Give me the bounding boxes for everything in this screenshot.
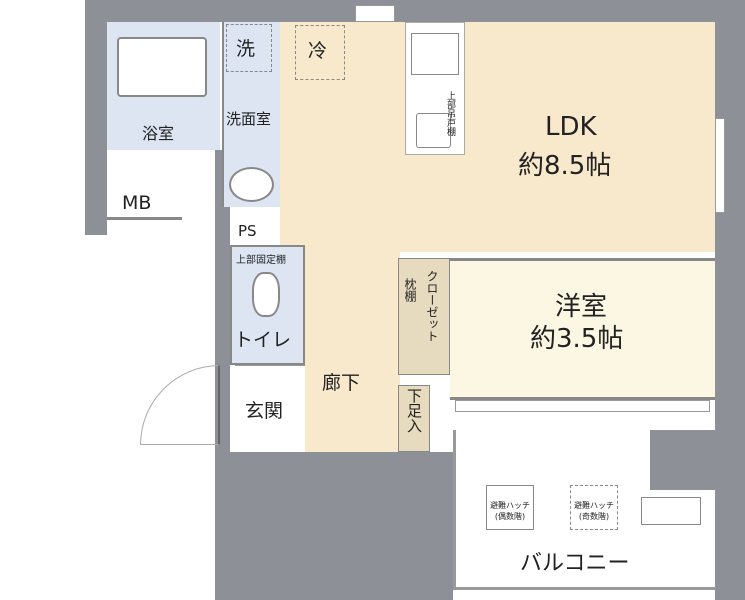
toilet-label: トイレ bbox=[234, 329, 292, 351]
pillow-shelf-label: 枕棚 bbox=[403, 278, 417, 302]
fridge-space bbox=[295, 25, 345, 80]
washer-space bbox=[226, 24, 272, 72]
vent-icon bbox=[641, 497, 701, 525]
wall-left bbox=[85, 0, 107, 235]
hatch-even-label: 避難ハッチ(偶数階) bbox=[490, 501, 530, 521]
toilet-icon bbox=[252, 272, 280, 317]
toilet[interactable]: 上部固定棚 トイレ bbox=[230, 245, 305, 365]
shoe-cabinet bbox=[398, 385, 430, 452]
ps-label: PS bbox=[238, 222, 257, 240]
sink-kitchen-icon bbox=[416, 113, 451, 148]
balcony-label: バルコニー bbox=[520, 551, 630, 576]
window-western bbox=[455, 400, 710, 412]
fridge-label: 冷 bbox=[308, 40, 328, 62]
hallway-label: 廊下 bbox=[322, 372, 361, 394]
wall-right-side bbox=[715, 0, 745, 600]
toilet-shelf-label: 上部固定棚 bbox=[236, 255, 286, 266]
ps bbox=[232, 220, 277, 245]
window-top bbox=[355, 5, 395, 22]
western-room bbox=[450, 258, 715, 400]
closet-label: クローゼット bbox=[425, 270, 439, 342]
bathroom: 浴室 bbox=[107, 22, 220, 150]
western-room-label: 洋室 bbox=[555, 292, 608, 322]
ldk-label: LDK bbox=[545, 112, 597, 142]
kitchen-cabinet-label: 上部吊戸棚 bbox=[445, 91, 455, 136]
hallway bbox=[305, 290, 400, 452]
western-room-size: 約3.5帖 bbox=[530, 324, 624, 354]
washer-label: 洗 bbox=[236, 38, 256, 60]
mb-label: MB bbox=[122, 192, 152, 214]
sink-icon bbox=[229, 167, 274, 202]
stove-icon bbox=[411, 33, 459, 75]
washroom-label: 洗面室 bbox=[226, 110, 272, 128]
mb-closet[interactable] bbox=[107, 188, 182, 220]
closet[interactable] bbox=[398, 258, 450, 375]
front-door[interactable] bbox=[140, 365, 220, 445]
wall-balcony-right bbox=[650, 430, 715, 490]
bathtub-icon bbox=[117, 37, 207, 97]
window-right bbox=[715, 118, 725, 213]
shoe-cabinet-label: 下足入 bbox=[405, 388, 423, 433]
washroom: 洗 洗面室 bbox=[222, 22, 280, 207]
hatch-even bbox=[486, 485, 534, 530]
wall-bottom-left bbox=[215, 452, 453, 600]
hatch-odd-label: 避難ハッチ(奇数階) bbox=[574, 501, 614, 521]
entrance-label: 玄関 bbox=[245, 400, 284, 422]
ldk-size: 約8.5帖 bbox=[518, 151, 612, 181]
bath-label: 浴室 bbox=[142, 124, 175, 143]
hatch-odd bbox=[570, 485, 618, 530]
entrance[interactable] bbox=[235, 365, 305, 452]
kitchen: 上部吊戸棚 bbox=[405, 22, 465, 155]
